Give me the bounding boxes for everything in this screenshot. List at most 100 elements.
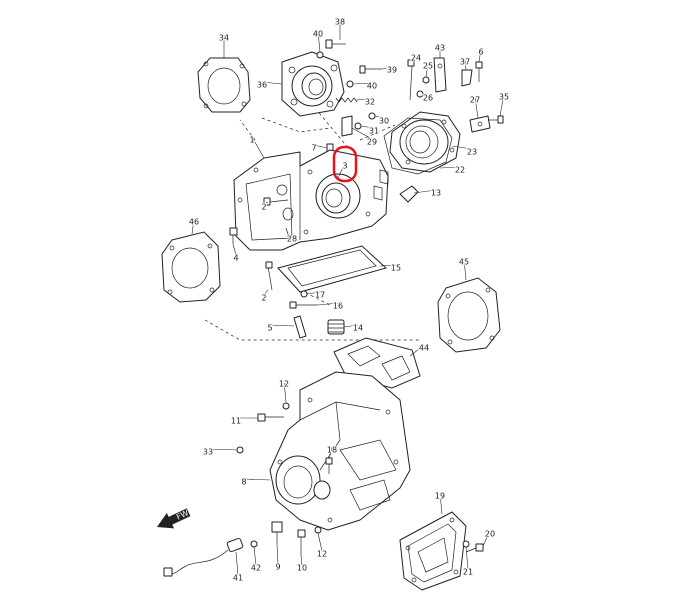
callout-19: 19 [435,492,445,501]
leader-31 [360,125,375,129]
callout-1: 1 [249,136,254,145]
breather-13 [399,185,419,203]
gasket-45 [437,277,501,353]
callout-44: 44 [419,344,429,353]
highlight-ring [332,145,358,183]
leader-19 [439,492,443,515]
callout-42: 42 [251,564,261,573]
leader-13 [413,189,437,194]
callout-26: 26 [423,94,433,103]
bolt-39 [359,65,382,74]
leader-25 [425,62,429,78]
leader-15 [379,264,397,267]
callout-2a: 2 [261,203,266,212]
callout-21: 21 [463,568,473,577]
leader-36 [261,81,283,85]
callout-14: 14 [353,324,363,333]
callout-32: 32 [365,98,375,107]
leader-12b [317,532,323,552]
leader-45 [463,258,467,281]
plug-4 [229,227,238,244]
leader-30 [374,115,385,119]
leader-lines [191,19,505,576]
gasket-15 [277,245,388,293]
leader-18 [328,446,333,459]
washer-12b [314,526,322,534]
leader-17 [306,291,321,295]
callout-2b: 2 [261,294,266,303]
callout-43: 43 [435,44,445,53]
bolt-10 [297,529,306,556]
damper-14 [327,319,345,335]
gasket-34 [197,57,251,113]
leader-20 [482,530,491,547]
leader-37 [464,58,467,71]
leader-32 [355,98,371,101]
callout-34: 34 [219,34,229,43]
leader-4 [232,243,237,256]
leader-14 [343,324,359,328]
bolt-11 [257,413,284,422]
leader-26 [422,93,429,96]
bolt-2b [265,261,273,291]
clip-37 [461,69,473,87]
washer-12a [282,402,290,410]
upper-case-1 [233,149,389,251]
callout-40a: 40 [313,30,323,39]
callout-17: 17 [315,291,325,300]
bolt-24 [407,59,415,101]
lower-case-8 [269,371,411,531]
leader-1 [251,136,265,159]
callout-20: 20 [485,530,495,539]
washer-30 [368,112,376,120]
washer-21 [462,540,470,548]
callout-23: 23 [467,148,477,157]
bracket-43 [433,57,447,93]
washer-40b [346,80,354,88]
bolt-38 [325,39,346,49]
callout-12b: 12 [317,550,327,559]
washer-42 [250,540,258,548]
leader-10 [300,555,303,566]
callout-22: 22 [455,166,465,175]
spring-32 [335,97,358,103]
bolt-35 [488,115,504,124]
leader-28 [289,235,293,241]
callout-45: 45 [459,258,469,267]
washer-31 [354,122,362,130]
callout-15: 15 [391,264,401,273]
bolt-2a [263,197,289,206]
callout-35: 35 [499,93,509,102]
leader-6 [478,48,482,63]
leader-42 [253,546,257,566]
leader-16 [317,302,339,306]
leader-33 [207,448,238,451]
callout-10: 10 [297,564,307,573]
pin-28 [285,227,291,241]
leader-21 [465,546,469,570]
leader-29 [351,127,373,140]
leader-22 [439,166,461,169]
callout-9: 9 [275,563,280,572]
sensor-41 [163,537,244,577]
washer-40a [316,51,324,59]
callout-31: 31 [369,127,379,136]
callout-27: 27 [470,96,480,105]
plug-9 [271,521,283,544]
gasket-46 [161,231,221,303]
leader-23 [451,145,473,150]
callout-29: 29 [367,138,377,147]
callout-24: 24 [411,54,421,63]
callout-5: 5 [267,324,272,333]
callout-40b: 40 [367,82,377,91]
callout-25: 25 [423,62,433,71]
callout-39: 39 [387,66,397,75]
front-arrow-label: FWD [175,506,196,522]
leader-24 [411,54,417,63]
cover-22 [389,111,461,173]
leader-40a [317,30,321,53]
leader-5 [269,324,295,327]
